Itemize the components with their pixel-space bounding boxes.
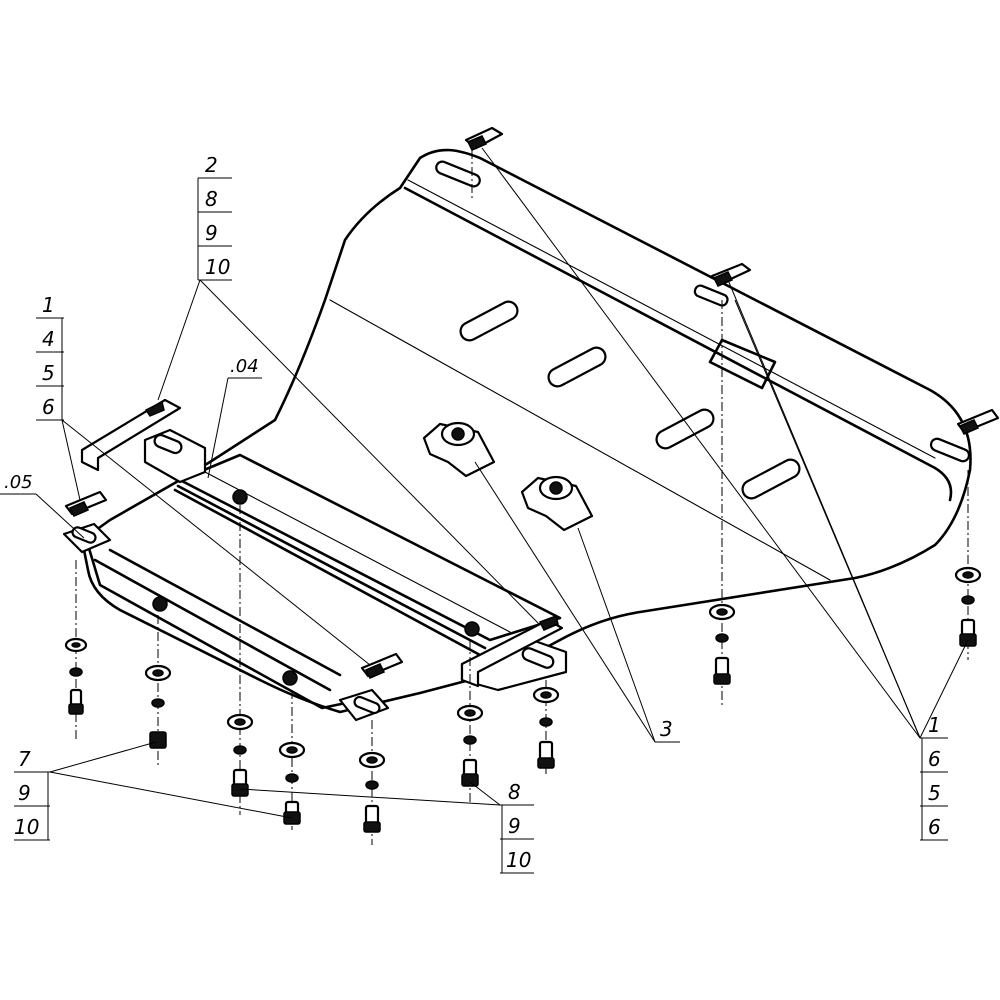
angle-brackets	[64, 398, 564, 688]
cage-nuts	[422, 421, 594, 532]
callout-center: 3	[655, 717, 680, 743]
cross-member	[143, 428, 568, 692]
callout-label: .04	[230, 356, 259, 377]
leader-lines	[35, 147, 969, 819]
callout-label: 8	[205, 187, 218, 211]
front-channel	[62, 522, 390, 722]
callout-label: 1	[42, 293, 55, 317]
callout-label: 5	[42, 361, 55, 385]
callout-label: 10	[506, 848, 531, 872]
callout-label: 10	[14, 815, 39, 839]
callout-label: 7	[18, 747, 31, 771]
callout-ref-05: .05	[0, 472, 36, 495]
callout-label: 8	[508, 780, 521, 804]
callout-group-bottom-center: 8 9 10	[500, 780, 534, 874]
callout-label: 4	[42, 327, 55, 351]
callout-label: 2	[205, 153, 218, 177]
callout-group-left: 1 4 5 6	[36, 293, 64, 421]
callout-group-bottom-left: 7 9 10	[14, 747, 50, 841]
callout-ref-04: .04	[228, 356, 262, 379]
callout-label: 6	[928, 815, 941, 839]
callout-label: 10	[205, 255, 230, 279]
callout-label: 6	[928, 747, 941, 771]
callout-label: 1	[928, 713, 941, 737]
callout-label: .05	[4, 472, 33, 493]
fasteners	[64, 150, 982, 845]
callout-group-right: 1 6 5 6	[920, 713, 948, 841]
callout-group-top-left: 2 8 9 10	[197, 153, 232, 281]
callout-label: 6	[42, 395, 55, 419]
callout-label: 9	[18, 781, 31, 805]
skid-plate	[80, 148, 972, 714]
callout-label: 9	[508, 814, 521, 838]
callout-label: 9	[205, 221, 218, 245]
top-tabs	[464, 126, 1000, 435]
callout-label: 3	[660, 717, 673, 741]
callout-label: 5	[928, 781, 941, 805]
